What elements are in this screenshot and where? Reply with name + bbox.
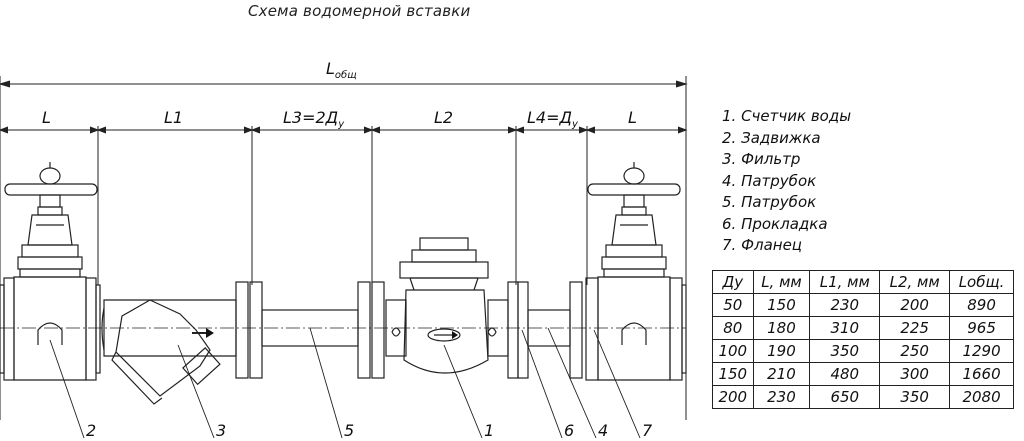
- callout-5: 5: [344, 421, 354, 440]
- table-row: 150 210 480 300 1660: [712, 362, 1014, 386]
- table-cell: 210: [752, 362, 811, 386]
- table-cell: 225: [879, 316, 951, 340]
- legend-item: 7. Фланец: [722, 236, 803, 254]
- parts-legend: 1. Счетчик воды 2. Задвижка 3. Фильтр 4.…: [722, 106, 851, 257]
- table-cell: 250: [879, 339, 951, 363]
- pipe-spool-4: [527, 281, 583, 379]
- table-header-row: Ду L, мм L1, мм L2, мм Lобщ.: [712, 270, 1014, 294]
- table-cell: 80: [712, 316, 754, 340]
- column-header: Ду: [712, 270, 754, 294]
- table-cell: 350: [879, 385, 951, 409]
- dim-label-l-right: L: [628, 108, 637, 127]
- dim-label-l-left: L: [42, 108, 51, 127]
- table-row: 200 230 650 350 2080: [712, 385, 1014, 409]
- dimension-lines: [0, 76, 688, 420]
- table-row: 100 190 350 250 1290: [712, 339, 1014, 363]
- water-meter-assembly-drawing: Lобщ L L1 L3=2Ду L2 L4=Ду L: [0, 59, 688, 440]
- gasket-left: [249, 281, 263, 379]
- legend-item: 2. Задвижка: [722, 128, 821, 147]
- table-cell: 1660: [949, 362, 1014, 386]
- right-gate-valve: [585, 162, 687, 381]
- legend-item: 4. Патрубок: [722, 171, 817, 190]
- dim-label-l1: L1: [164, 108, 183, 127]
- column-header: L, мм: [752, 270, 811, 294]
- water-meter: [371, 237, 519, 379]
- column-header: L2, мм: [879, 270, 951, 294]
- gasket-6: [517, 281, 529, 379]
- table-cell: 965: [949, 316, 1014, 340]
- table-cell: 190: [752, 339, 811, 363]
- table-cell: 2080: [949, 385, 1014, 409]
- dim-label-l2: L2: [434, 108, 453, 127]
- column-header: Lобщ.: [949, 270, 1014, 294]
- left-gate-valve: [0, 162, 101, 381]
- column-header: L1, мм: [809, 270, 881, 294]
- table-row: 80 180 310 225 965: [712, 316, 1014, 340]
- table-cell: 180: [752, 316, 811, 340]
- table-cell: 480: [809, 362, 881, 386]
- table-cell: 650: [809, 385, 881, 409]
- table-cell: 200: [879, 293, 951, 317]
- dim-label-l4: L4=Ду: [527, 108, 579, 130]
- callout-3: 3: [216, 421, 226, 440]
- table-cell: 890: [949, 293, 1014, 317]
- total-length-label: Lобщ: [326, 59, 357, 81]
- callout-6: 6: [564, 421, 574, 440]
- table-cell: 200: [712, 385, 754, 409]
- legend-item: 6. Прокладка: [722, 214, 828, 233]
- dimensions-table: Ду L, мм L1, мм L2, мм Lобщ. 50 150 230 …: [712, 270, 1014, 409]
- table-cell: 50: [712, 293, 754, 317]
- table-row: 50 150 230 200 890: [712, 293, 1014, 317]
- table-cell: 230: [809, 293, 881, 317]
- table-cell: 230: [752, 385, 811, 409]
- callout-4: 4: [598, 421, 608, 440]
- y-strainer-filter: [101, 281, 249, 405]
- table-cell: 350: [809, 339, 881, 363]
- callout-1: 1: [484, 421, 494, 440]
- leader-lines: [49, 327, 641, 439]
- dim-label-l3: L3=2Ду: [283, 108, 345, 130]
- legend-item: 1. Счетчик воды: [722, 107, 852, 125]
- drawing-title: Схема водомерной вставки: [248, 2, 471, 20]
- table-cell: 100: [712, 339, 754, 363]
- table-cell: 1290: [949, 339, 1014, 363]
- legend-item: 3. Фильтр: [722, 150, 801, 168]
- table-cell: 150: [712, 362, 754, 386]
- table-cell: 150: [752, 293, 811, 317]
- callout-2: 2: [86, 421, 96, 440]
- callout-7: 7: [642, 421, 653, 440]
- pipe-spool-5: [261, 281, 371, 379]
- table-cell: 310: [809, 316, 881, 340]
- table-cell: 300: [879, 362, 951, 386]
- legend-item: 5. Патрубок: [722, 193, 817, 211]
